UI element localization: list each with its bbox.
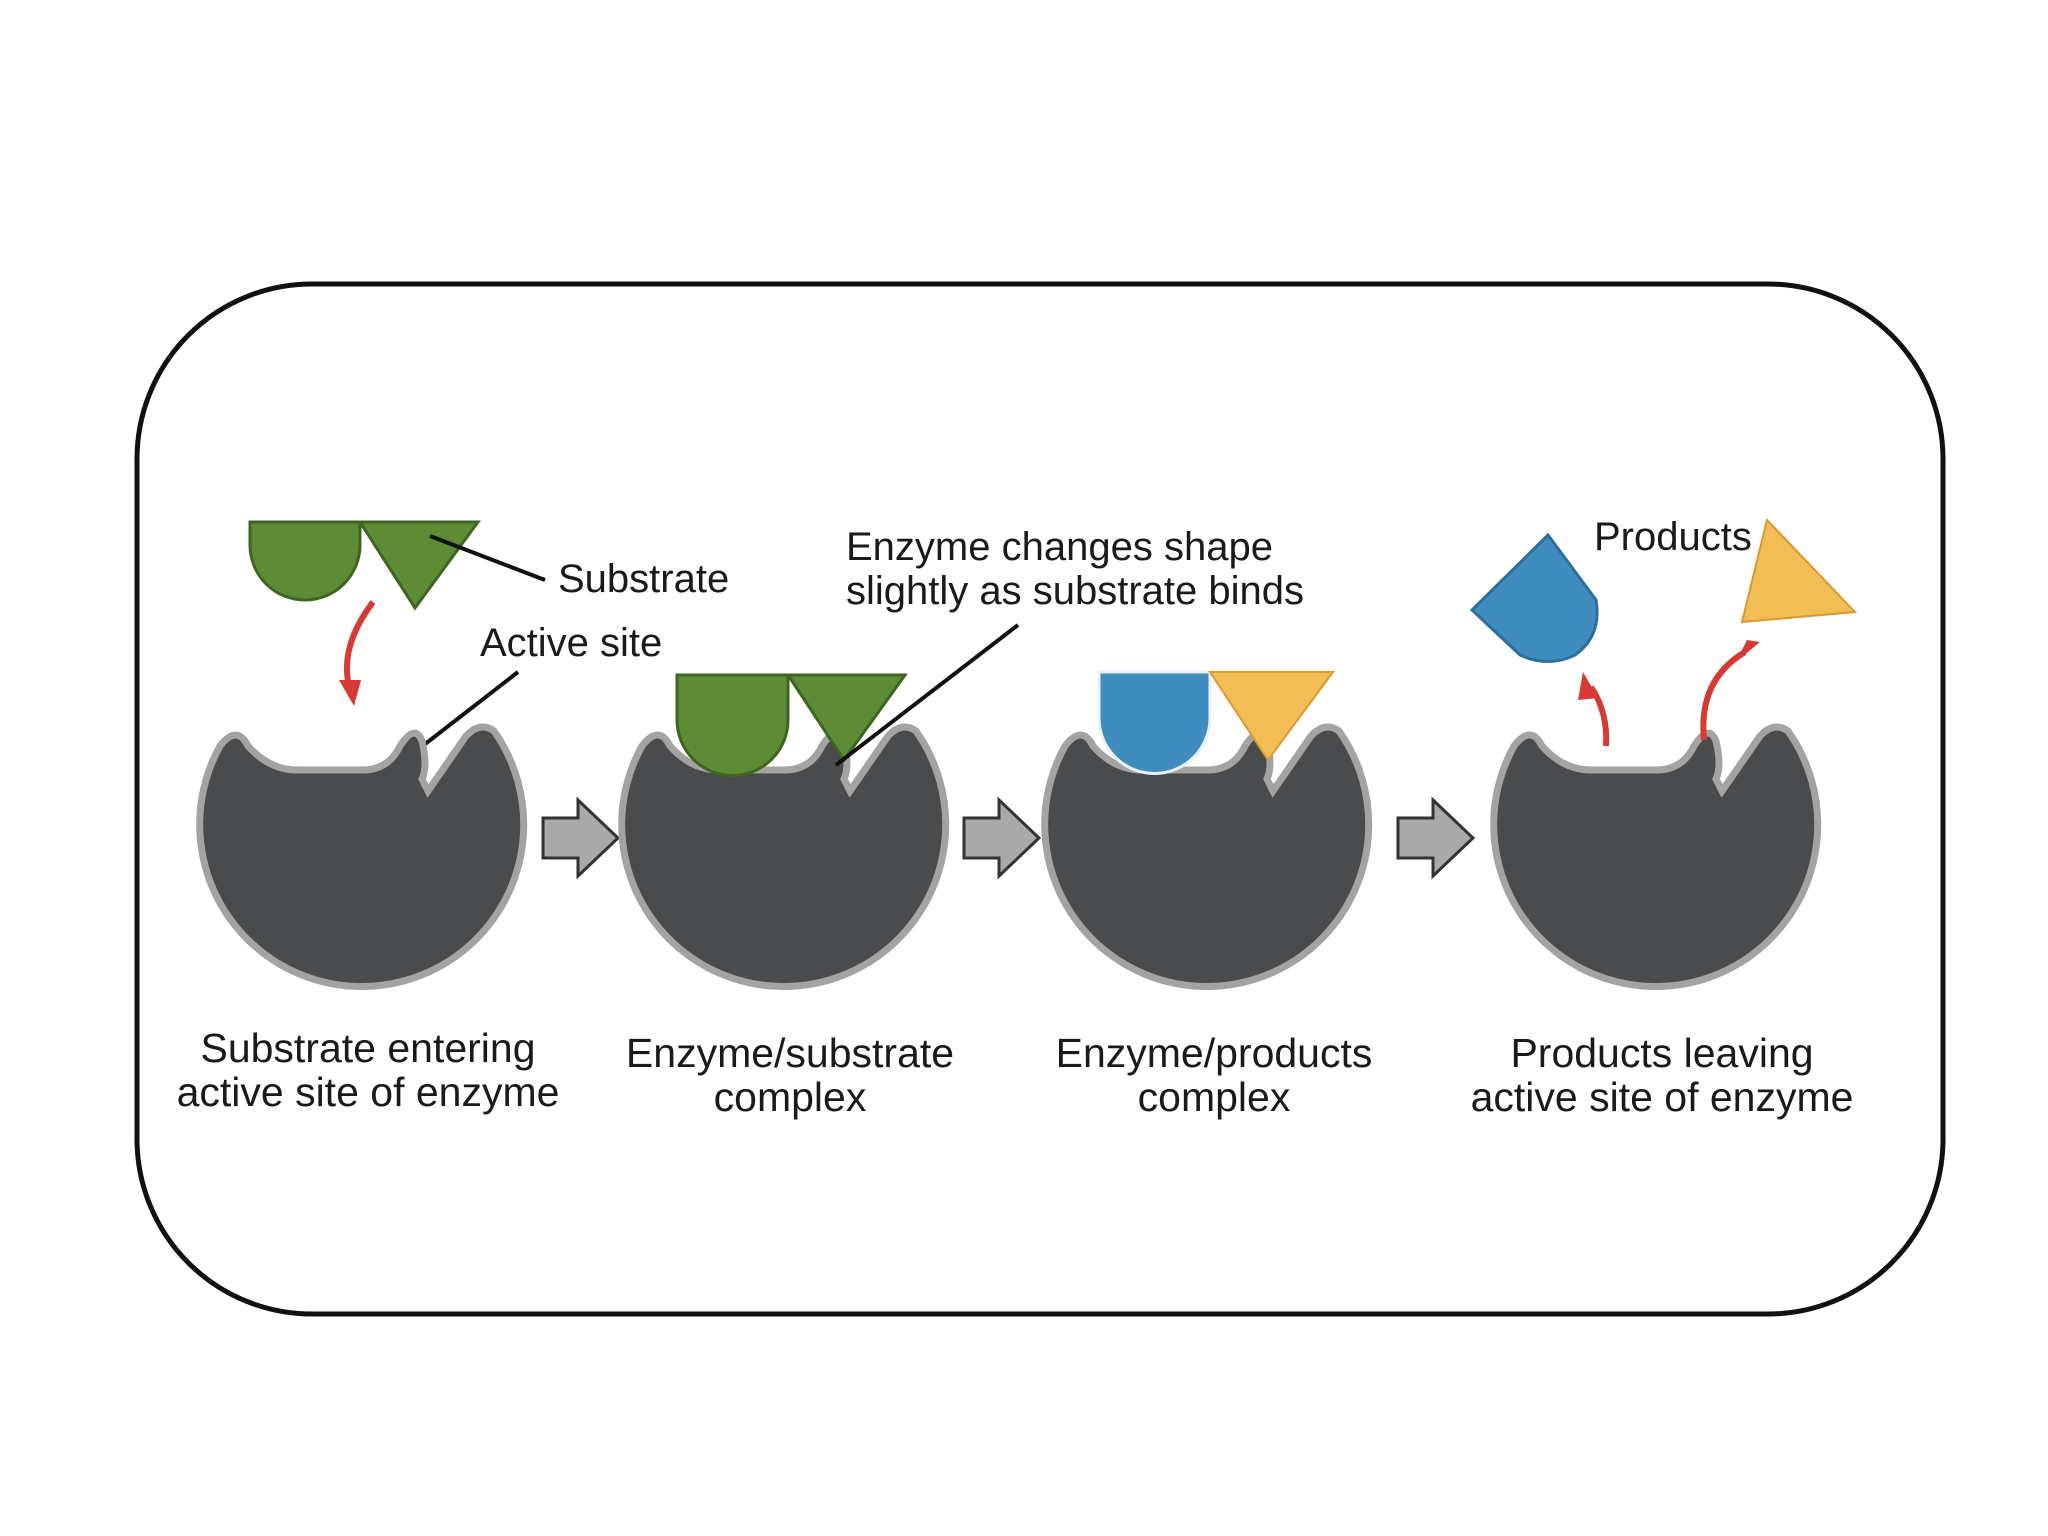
enzyme-3 bbox=[1045, 727, 1369, 987]
released-products bbox=[1469, 517, 1858, 663]
caption-line2: active site of enzyme bbox=[177, 1069, 560, 1115]
caption-line1: Products leaving bbox=[1510, 1030, 1813, 1076]
step-arrow-icon bbox=[541, 796, 621, 880]
product-exit-arrow-icon bbox=[1700, 640, 1760, 741]
bound-substrate bbox=[675, 673, 908, 777]
caption-enzyme-products-complex: Enzyme/products complex bbox=[1056, 1030, 1373, 1120]
active-site-label: Active site bbox=[480, 621, 662, 665]
substrate-molecule bbox=[248, 520, 481, 611]
caption-line1: Substrate entering bbox=[200, 1025, 535, 1071]
diagram-frame bbox=[134, 281, 1946, 1317]
caption-enzyme-substrate-complex: Enzyme/substrate complex bbox=[626, 1030, 954, 1120]
substrate-leader-line bbox=[429, 534, 546, 582]
entry-arrow-icon bbox=[339, 600, 376, 706]
product-exit-arrow-icon bbox=[1578, 672, 1610, 747]
enzyme-4 bbox=[1494, 727, 1818, 987]
caption-substrate-entering: Substrate entering active site of enzyme bbox=[177, 1025, 560, 1115]
caption-line1: Enzyme/products bbox=[1056, 1030, 1373, 1076]
shape-change-label-line2: slightly as substrate binds bbox=[846, 569, 1304, 613]
enzyme-1 bbox=[200, 727, 524, 987]
products-label: Products bbox=[1594, 515, 1752, 559]
shape-change-leader-line bbox=[834, 623, 1020, 767]
caption-line2: complex bbox=[714, 1074, 867, 1120]
shape-change-label-line1: Enzyme changes shape bbox=[846, 525, 1273, 569]
active-site-leader-line bbox=[418, 670, 520, 750]
caption-products-leaving: Products leaving active site of enzyme bbox=[1471, 1030, 1854, 1120]
step-arrow-icon bbox=[1396, 796, 1476, 880]
caption-line2: active site of enzyme bbox=[1471, 1074, 1854, 1120]
substrate-label: Substrate bbox=[558, 557, 729, 601]
step-arrow-icon bbox=[962, 796, 1042, 880]
caption-line1: Enzyme/substrate bbox=[626, 1030, 954, 1076]
bound-products bbox=[1097, 670, 1335, 775]
caption-line2: complex bbox=[1138, 1074, 1291, 1120]
enzyme-2 bbox=[622, 727, 946, 987]
